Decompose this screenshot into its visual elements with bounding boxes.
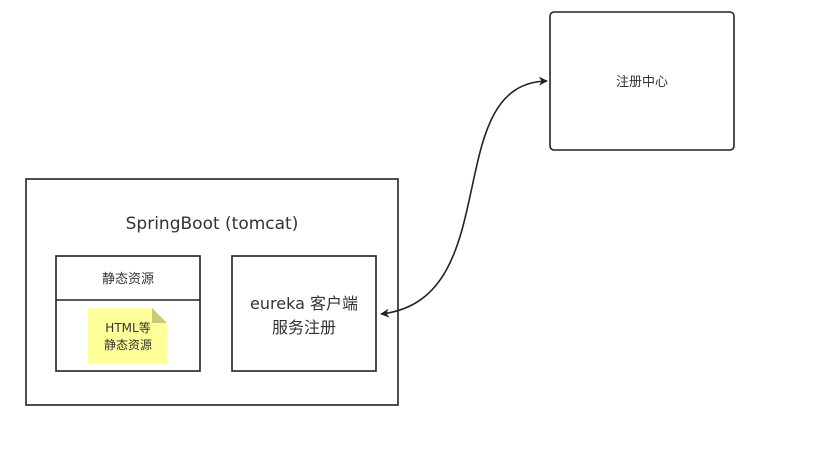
static-resources-panel[interactable]: 静态资源 HTML等 静态资源 (55, 255, 201, 372)
sticky-note-line1: HTML等 (105, 321, 150, 335)
sticky-note[interactable]: HTML等 静态资源 (88, 308, 167, 364)
sticky-note-fold (152, 308, 167, 323)
registration-connector[interactable] (380, 76, 548, 318)
static-resources-header: 静态资源 (102, 272, 154, 287)
registry-center-node[interactable]: 注册中心 (549, 11, 735, 151)
eureka-client-line2: 服务注册 (272, 318, 336, 337)
eureka-client-box[interactable] (231, 255, 377, 372)
eureka-client-line1: eureka 客户端 (250, 294, 358, 313)
sticky-note-line2: 静态资源 (104, 338, 152, 352)
springboot-title: SpringBoot (tomcat) (126, 214, 299, 234)
sticky-note-body (88, 308, 167, 364)
eureka-client-panel[interactable]: eureka 客户端 服务注册 (231, 255, 377, 372)
registry-center-label: 注册中心 (616, 75, 668, 90)
registry-center-box[interactable] (549, 11, 735, 151)
